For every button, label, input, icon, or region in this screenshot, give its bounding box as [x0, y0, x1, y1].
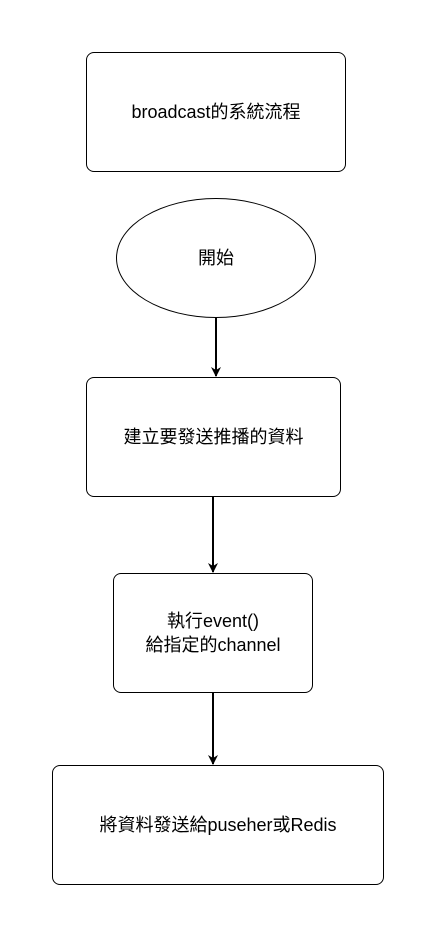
node-title-label: broadcast的系統流程 [131, 101, 301, 122]
node-run-event: 執行event() 給指定的channel [113, 573, 313, 693]
node-run-event-label: 執行event() 給指定的channel [145, 610, 281, 655]
node-create-data-label: 建立要發送推播的資料 [123, 426, 304, 447]
node-start: 開始 [116, 198, 316, 318]
node-title: broadcast的系統流程 [86, 52, 346, 172]
node-start-label: 開始 [198, 247, 234, 268]
node-create-data: 建立要發送推播的資料 [86, 377, 341, 497]
node-send-data: 將資料發送給puseher或Redis [52, 765, 384, 885]
node-send-data-label: 將資料發送給puseher或Redis [99, 814, 337, 835]
